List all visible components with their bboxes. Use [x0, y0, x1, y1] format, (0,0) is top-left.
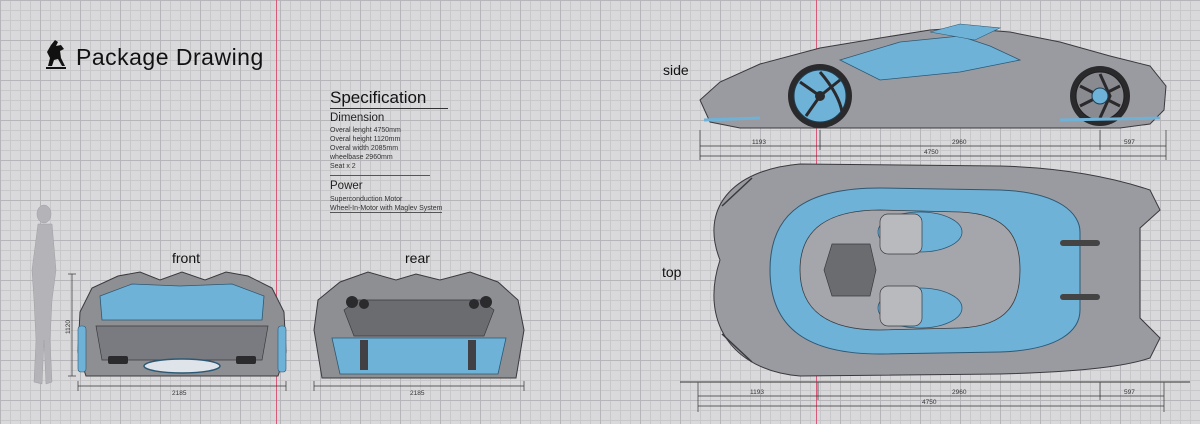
dimension-divider [330, 175, 430, 176]
rear-view-label: rear [405, 250, 430, 266]
front-wheel [788, 64, 852, 128]
side-dimensions [699, 130, 1167, 160]
top-view-label: top [662, 264, 682, 280]
side-view-car [699, 23, 1167, 129]
human-scale-figure [31, 204, 57, 385]
side-front-overhang-value: 1193 [752, 139, 766, 146]
power-list: Superconduction Motor Wheel-In-Motor wit… [330, 195, 442, 213]
specification-title: Specification [330, 88, 427, 107]
dimension-wheelbase: wheelbase 2960mm [330, 154, 393, 161]
side-length-value: 4750 [924, 149, 939, 156]
rear-wheel [1070, 66, 1130, 126]
side-rear-overhang-value: 597 [1124, 139, 1135, 146]
rear-view-car [313, 271, 525, 379]
rear-dimensions [313, 381, 525, 391]
top-wheelbase-value: 2960 [952, 389, 967, 396]
dimension-seats: Seat x 2 [330, 163, 356, 170]
side-view-label: side [663, 62, 689, 78]
dimension-height: Overal height 1120mm [330, 136, 401, 143]
specification-underline [330, 108, 448, 109]
page-title: Package Drawing [76, 44, 264, 70]
top-front-overhang-value: 1193 [750, 389, 764, 396]
front-view-car [77, 271, 287, 377]
front-width-value: 2185 [172, 390, 187, 397]
guide-line-left [276, 0, 277, 424]
top-dimensions [680, 381, 1190, 412]
power-heading: Power [330, 180, 363, 192]
dimension-heading: Dimension [330, 112, 385, 124]
top-view-car [713, 163, 1161, 377]
rear-width-value: 2185 [410, 390, 425, 397]
front-view-label: front [172, 250, 201, 266]
power-motor: Superconduction Motor [330, 196, 403, 203]
power-system: Wheel-In-Motor with Maglev System [330, 205, 443, 212]
dimension-length: Overal lenght 4750mm [330, 127, 401, 134]
dimension-width: Overal width 2085mm [330, 145, 399, 152]
dimension-list: Overal lenght 4750mm Overal height 1120m… [330, 126, 401, 171]
power-divider [330, 212, 442, 213]
top-length-value: 4750 [922, 399, 937, 406]
front-height-value: 1120 [65, 320, 72, 334]
front-dimensions [68, 273, 287, 391]
side-wheelbase-value: 2960 [952, 139, 967, 146]
prancing-horse-logo [46, 40, 66, 69]
top-rear-overhang-value: 597 [1124, 389, 1135, 396]
